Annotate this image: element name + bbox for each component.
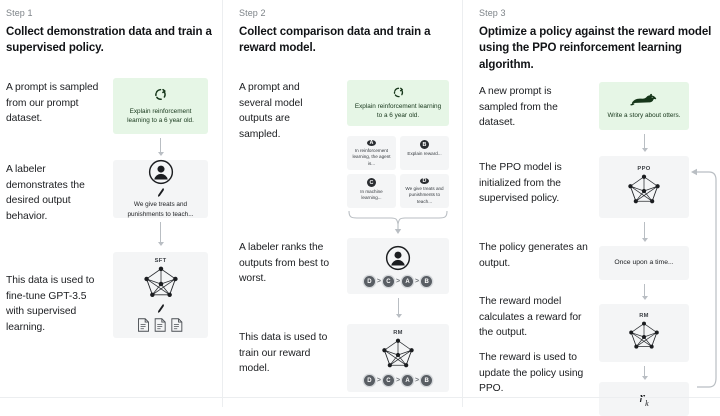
step-1-sft-card[interactable]: SFT (113, 252, 208, 338)
output-badge-d: D (420, 178, 429, 184)
brace-and-arrow (347, 209, 449, 235)
step-2-reward-model-card[interactable]: RM D (347, 324, 449, 392)
step-3-new-prompt-text: Write a story about otters. (607, 111, 681, 119)
otter-icon (630, 92, 658, 107)
step-2-caption-2: A labeler ranks the outputs from best to… (239, 242, 330, 285)
step-3-caption-4: The reward model calculates a reward for… (479, 296, 582, 339)
output-card-a[interactable]: A In reinforcement learning, the agent i… (347, 136, 396, 170)
step-3-caption-1: A new prompt is sampled from the dataset… (479, 86, 558, 129)
arrow-down-2 (156, 222, 165, 246)
output-card-c[interactable]: C In machine learning... (347, 174, 396, 208)
output-text-c: In machine learning... (360, 189, 383, 201)
labeler-person-icon (385, 245, 411, 271)
ranking-row-labeler: D > C > A > B (363, 276, 433, 287)
output-text-b: Explain reward... (407, 151, 442, 156)
step-2-title: Collect comparison data and train a rewa… (239, 26, 431, 55)
reward-symbol: rk (639, 390, 649, 408)
step-3-output-card[interactable]: Once upon a time... (599, 246, 689, 280)
step-2-ranking-card[interactable]: D > C > A > B (347, 238, 449, 294)
rm-rank-badge-4: B (421, 375, 433, 386)
output-card-d[interactable]: D We give treats and punishments to teac… (400, 174, 449, 208)
step-1-label: Step 1 (6, 8, 33, 18)
step-3-column: Step 3 Optimize a policy against the rew… (462, 0, 720, 416)
documents-icon (136, 317, 186, 333)
step-1-labeler-card[interactable]: We give treats and punishments to teach.… (113, 160, 208, 218)
ranking-row-rm: D > C > A > B (363, 375, 433, 386)
sft-tag: SFT (154, 257, 167, 264)
ppo-tag: PPO (637, 166, 651, 172)
step-3-reward-card[interactable]: rk (599, 382, 689, 416)
rm-rank-badge-2: C (382, 375, 394, 386)
step-2-prompt-text: Explain reinforcement learning to a 6 ye… (354, 102, 442, 119)
step-3-reward-model-card[interactable]: RM (599, 304, 689, 362)
step-1-prompt-text: Explain reinforcement learning to a 6 ye… (127, 107, 194, 124)
step-1-caption-1: A prompt is sampled from our prompt data… (6, 82, 99, 125)
rl-loop-icon (392, 86, 405, 99)
step-2-label: Step 2 (239, 8, 266, 18)
rm-rank-sep-3: > (415, 377, 420, 384)
rank-badge-4: B (421, 276, 433, 287)
step-1-title: Collect demonstration data and train a s… (6, 26, 212, 55)
rm-rank-badge-1: D (363, 375, 375, 386)
neural-network-icon (377, 338, 419, 372)
neural-network-icon (139, 266, 183, 302)
step-3-label: Step 3 (479, 8, 506, 18)
output-text-d: We give treats and punishments to teach.… (405, 186, 444, 204)
step-1-labeler-text: We give treats and punishments to teach.… (127, 201, 194, 218)
pen-icon (156, 187, 165, 198)
step-2-output-grid: A In reinforcement learning, the agent i… (347, 136, 449, 208)
step-3-caption-2: The PPO model is initialized from the su… (479, 162, 562, 205)
step-3-output-text: Once upon a time... (614, 259, 674, 267)
step-1-body: A prompt is sampled from our prompt data… (0, 0, 222, 407)
rank-sep-1: > (376, 278, 381, 285)
bottom-divider (0, 397, 720, 398)
output-text-a: In reinforcement learning, the agent is.… (352, 148, 391, 166)
arrow-down-4 (640, 134, 649, 152)
rm-rank-sep-1: > (376, 377, 381, 384)
step-2-caption-1: A prompt and several model outputs are s… (239, 82, 303, 140)
step-3-caption-3: The policy generates an output. (479, 242, 588, 269)
output-card-b[interactable]: B Explain reward... (400, 136, 449, 170)
neural-network-icon (624, 321, 664, 353)
rank-badge-1: D (363, 276, 375, 287)
ppo-feedback-loop-arrow (685, 168, 719, 396)
rl-loop-icon (153, 87, 168, 102)
step-2-caption-3: This data is used to train our reward mo… (239, 332, 328, 375)
arrow-down-6 (640, 284, 649, 300)
rank-badge-3: A (402, 276, 414, 287)
neural-network-icon (623, 174, 665, 208)
step-2-prompt-card[interactable]: Explain reinforcement learning to a 6 ye… (347, 80, 449, 126)
arrow-down-5 (640, 222, 649, 242)
rm-rank-sep-2: > (395, 377, 401, 384)
step-3-caption-5: The reward is used to update the policy … (479, 352, 584, 395)
step-3-title: Optimize a policy against the reward mod… (479, 26, 712, 71)
output-badge-b: B (420, 140, 429, 149)
rm-tag: RM (393, 330, 403, 336)
output-badge-c: C (367, 178, 376, 187)
arrow-down-3 (394, 298, 403, 318)
arrow-down-7 (640, 366, 649, 380)
labeler-person-icon (148, 159, 174, 185)
step-2-column: Step 2 Collect comparison data and train… (222, 0, 462, 407)
step-1-caption-2: A labeler demonstrates the desired outpu… (6, 164, 85, 222)
rank-sep-2: > (395, 278, 401, 285)
step-3-ppo-card[interactable]: PPO (599, 156, 689, 218)
rank-badge-2: C (382, 276, 394, 287)
rank-sep-3: > (415, 278, 420, 285)
step-1-prompt-card[interactable]: Explain reinforcement learning to a 6 ye… (113, 78, 208, 134)
rm-tag-step3: RM (639, 313, 649, 319)
step-3-body: A new prompt is sampled from the dataset… (463, 0, 720, 416)
step-3-new-prompt-card[interactable]: Write a story about otters. (599, 82, 689, 130)
step-1-caption-3: This data is used to fine-tune GPT-3.5 w… (6, 275, 95, 333)
rm-rank-badge-3: A (402, 375, 414, 386)
output-badge-a: A (367, 140, 376, 146)
pen-icon (156, 303, 165, 314)
step-2-body: A prompt and several model outputs are s… (223, 0, 462, 407)
arrow-down-1 (156, 138, 165, 156)
step-1-column: Step 1 Collect demonstration data and tr… (0, 0, 222, 407)
